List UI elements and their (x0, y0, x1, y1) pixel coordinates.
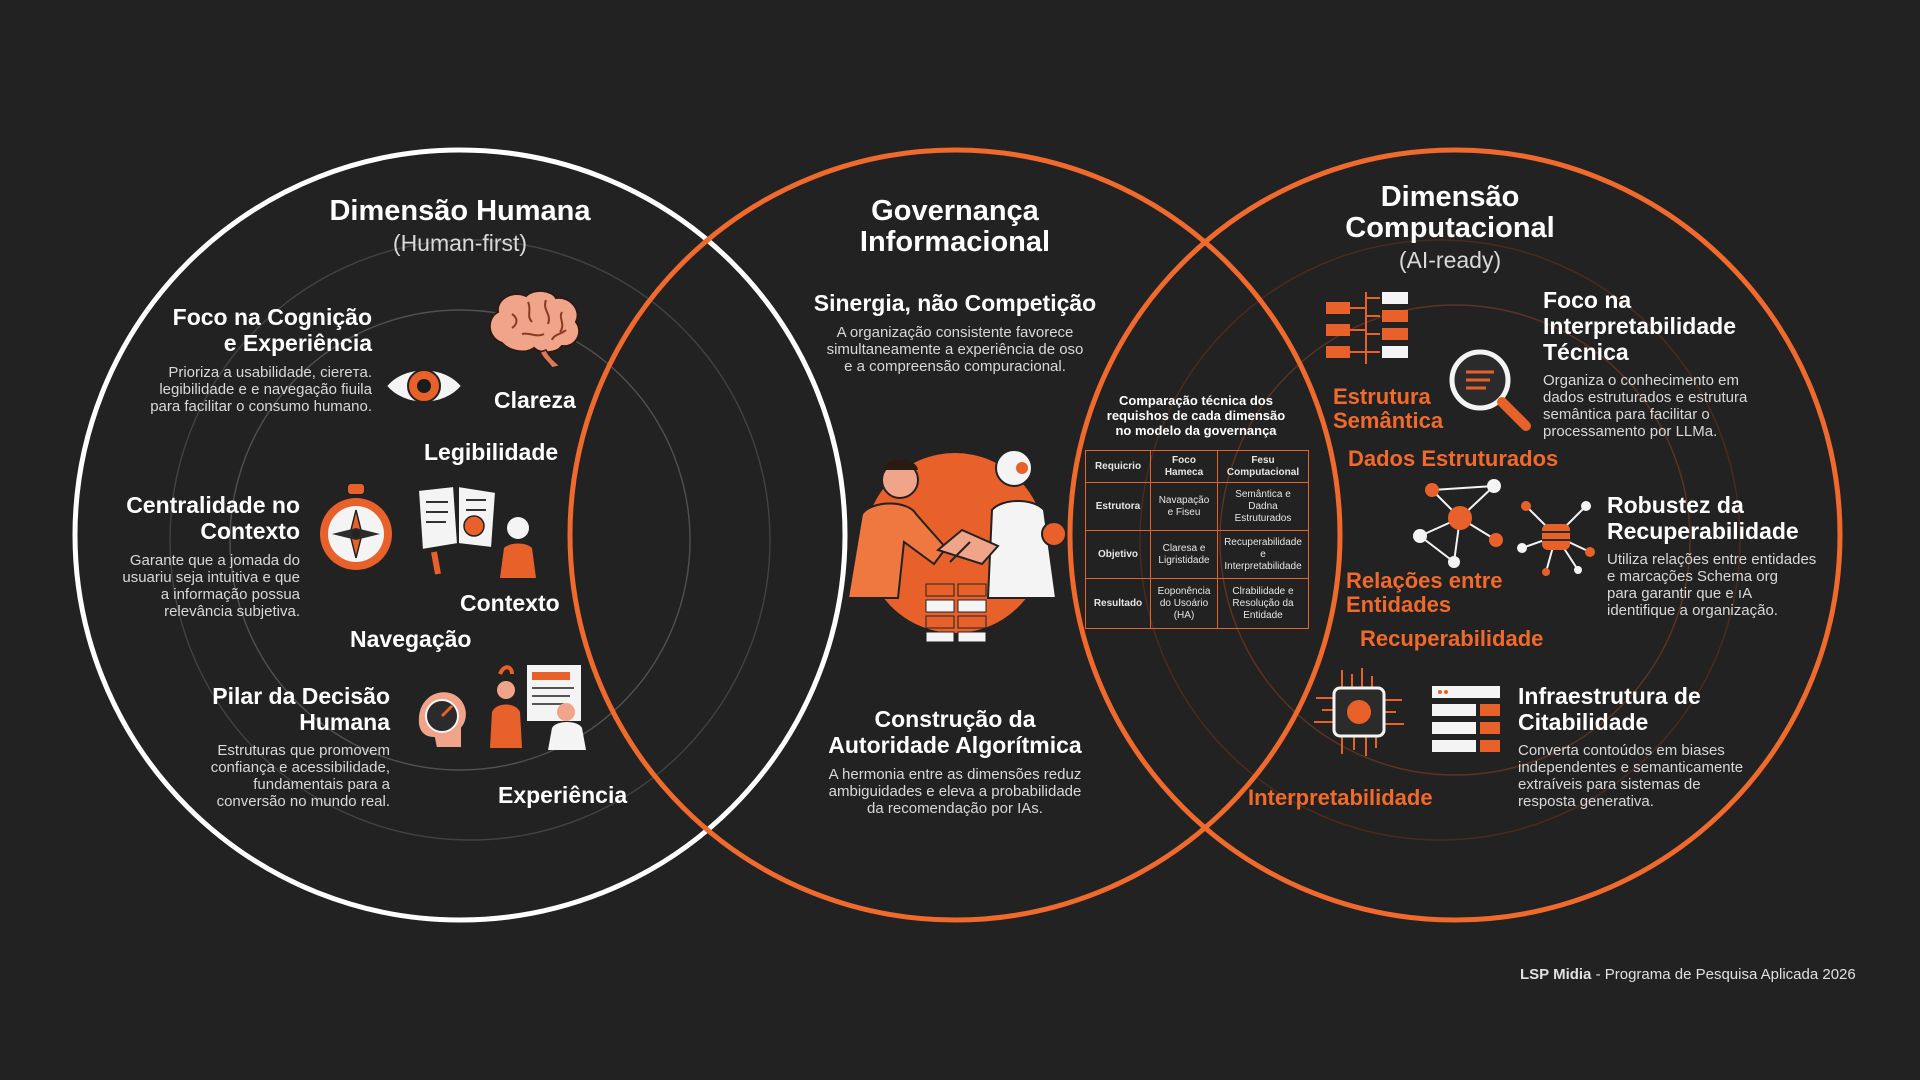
authority-text: A hermonia entre as dimensões reduz ambi… (828, 766, 1082, 817)
eye-icon (384, 368, 464, 404)
governance-circle (567, 147, 1343, 923)
table-title: Comparação técnica dos requishos de cada… (1106, 393, 1286, 438)
footer: LSP Midia - Programa de Pesquisa Aplicad… (1520, 966, 1860, 984)
table-cell: Requicrio (1085, 450, 1151, 483)
comp-text-interpretability: Organiza o conhecimento em dados estrutu… (1543, 372, 1748, 440)
table-cell: Objetivo (1085, 530, 1151, 579)
comp-text-recoverability: Utiliza relações entre entidades e marca… (1607, 551, 1817, 619)
comp-text-citability: Converta contoúdos em biases independent… (1518, 742, 1744, 810)
brain-icon (488, 290, 581, 369)
computational-circle (1067, 147, 1843, 923)
table-row: Estrutora Navapação e Fiseu Semântica e … (1085, 482, 1309, 531)
keyword-relacoes-entidades: Relações entre Entidades (1346, 568, 1503, 617)
magnifier-icon (1449, 349, 1531, 431)
table-header-row: Requicrio Foco Hameca Fesu Computacional (1085, 450, 1309, 483)
keyword-interpretabilidade: Interpretabilidade (1248, 785, 1433, 810)
table-cell: Estrutora (1085, 482, 1151, 531)
handshake-robot-icon (846, 449, 1067, 633)
comp-heading-interpretability: Foco na Interpretabilidade Técnica (1543, 287, 1736, 365)
table-row: Resultado Eoponência do Usoário (HA) Clr… (1085, 578, 1309, 629)
computational-title: Dimensão Computacional (1345, 181, 1555, 244)
structure-tree-icon (1326, 292, 1408, 364)
comparison-table: Requicrio Foco Hameca Fesu Computacional… (1085, 450, 1309, 629)
blocks-icon (925, 583, 987, 643)
human-circle (72, 147, 848, 923)
human-text-cognition: Prioriza a usabilidade, ciereтa. legibil… (150, 364, 372, 415)
table-cell: Clrabilidade e Resolução da Entidade (1217, 578, 1309, 629)
footer-text: - Programa de Pesquisa Aplicada 2026 (1591, 966, 1856, 983)
human-heading-decision: Pilar da Decisão Humana (212, 683, 390, 735)
comp-heading-recoverability: Robustez da Recuperabilidade (1607, 492, 1799, 544)
synergy-heading: Sinergia, não Competição (813, 290, 1097, 316)
keyword-clareza: Clareza (494, 387, 576, 413)
book-icon (416, 484, 536, 578)
human-title: Dimensão Humana (329, 195, 591, 227)
server-icon (1432, 686, 1500, 752)
table-cell: Semântica e Dadna Estruturados (1217, 482, 1309, 531)
database-icon (1517, 501, 1595, 576)
table-cell: Fesu Computacional (1217, 450, 1309, 483)
keyword-experiencia: Experiência (498, 782, 628, 808)
table-cell: Recuperabilidade e Interpretabilidade (1217, 530, 1309, 579)
table-cell: Foco Hameca (1150, 450, 1218, 483)
governance-title: Governança Informacional (859, 195, 1051, 258)
compass-icon (320, 484, 392, 570)
chip-icon (1314, 668, 1404, 756)
human-inner-ring-2 (169, 239, 771, 841)
table-cell: Navapação e Fiseu (1150, 482, 1218, 531)
human-heading-cognition: Foco na Cognição e Experiência (172, 304, 372, 356)
people-icon (490, 663, 586, 750)
authority-heading: Construção da Autoridade Algorítmica (828, 706, 1082, 758)
table-cell: Claresa e Ligristidade (1150, 530, 1218, 579)
table-row: Objetivo Claresa e Ligristidade Recupera… (1085, 530, 1309, 579)
human-text-context: Garante que a jomada do usuariu seja int… (122, 552, 300, 620)
human-text-decision: Estruturas que promovem confiança e aces… (210, 742, 390, 810)
human-subtitle: (Human-first) (392, 230, 528, 256)
keyword-contexto: Contexto (460, 590, 560, 616)
table-cell: Eoponência do Usoário (HA) (1150, 578, 1218, 629)
keyword-dados-estruturados: Dados Estruturados (1348, 446, 1559, 471)
keyword-recuperabilidade: Recuperabilidade (1360, 626, 1544, 651)
keyword-navegacao: Navegação (350, 626, 472, 652)
network-icon (1413, 479, 1503, 568)
keyword-legibilidade: Legibilidade (424, 439, 559, 465)
human-heading-context: Centralidade no Contexto (126, 492, 300, 544)
table-cell: Resultado (1085, 578, 1151, 629)
human-inner-ring (229, 309, 691, 771)
keyword-estrutura-semantica: Estrutura Semântica (1333, 384, 1444, 433)
synergy-text: A organização consistente favorece simul… (826, 324, 1084, 375)
comp-heading-citability: Infraestrutura de Citabilidade (1518, 683, 1701, 735)
decision-icon (416, 690, 468, 749)
computational-subtitle: (AI-ready) (1398, 247, 1502, 273)
footer-brand: LSP Midia (1520, 966, 1592, 983)
